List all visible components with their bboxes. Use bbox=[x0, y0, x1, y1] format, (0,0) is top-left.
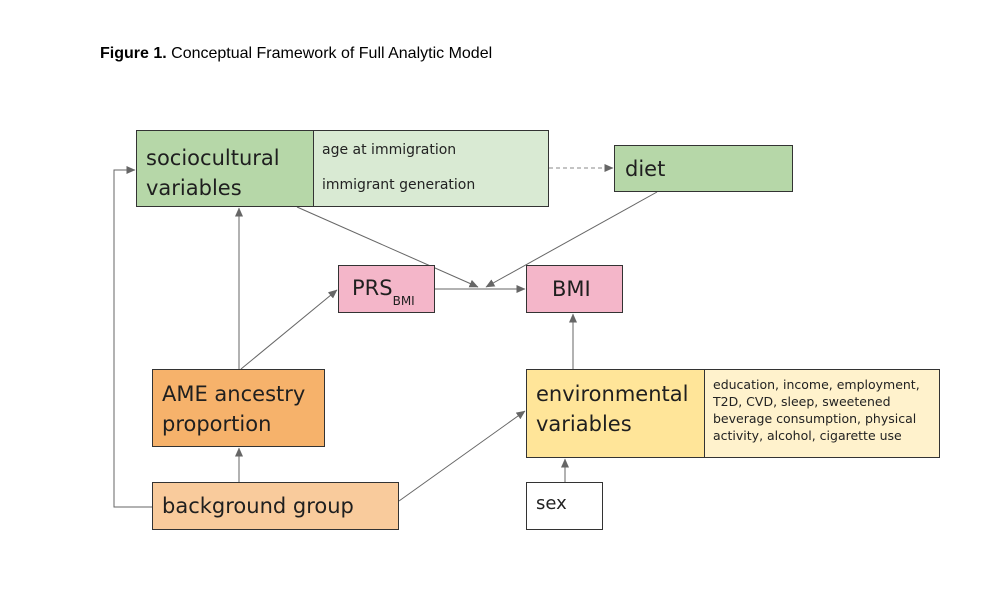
edge-ame-prs bbox=[240, 289, 338, 370]
sociocultural-details-box: age at immigration immigrant generation bbox=[313, 130, 549, 207]
prs-bmi-box: PRSBMI bbox=[338, 265, 435, 313]
bmi-label: BMI bbox=[552, 277, 591, 301]
environmental-detail: beverage consumption, physical bbox=[713, 411, 917, 426]
sex-box: sex bbox=[526, 482, 603, 530]
edge-background-environmental bbox=[398, 410, 526, 502]
figure-caption: Figure 1. Conceptual Framework of Full A… bbox=[100, 45, 492, 63]
diet-box: diet bbox=[614, 145, 793, 192]
environmental-detail: T2D, CVD, sleep, sweetened bbox=[713, 394, 891, 409]
environmental-detail: education, income, employment, bbox=[713, 377, 920, 392]
sociocultural-label-line2: variables bbox=[146, 176, 242, 200]
environmental-label-line2: variables bbox=[536, 412, 632, 436]
ame-label-line1: AME ancestry bbox=[162, 382, 306, 406]
diet-label: diet bbox=[625, 157, 666, 181]
sex-label: sex bbox=[536, 493, 567, 514]
figure-title: Conceptual Framework of Full Analytic Mo… bbox=[166, 45, 493, 62]
ame-label-line2: proportion bbox=[162, 412, 272, 436]
environmental-label-line1: environmental bbox=[536, 382, 689, 406]
figure-label: Figure 1. bbox=[100, 45, 167, 62]
prs-label: PRS bbox=[352, 276, 393, 300]
sociocultural-detail: age at immigration bbox=[322, 142, 457, 158]
edge-diet-bmi bbox=[485, 191, 658, 288]
edge-background-sociocultural bbox=[113, 166, 152, 508]
sociocultural-label-line1: sociocultural bbox=[146, 146, 280, 170]
prs-subscript: BMI bbox=[392, 294, 415, 308]
background-group-box: background group bbox=[152, 482, 399, 530]
bmi-box: BMI bbox=[526, 265, 623, 313]
ame-ancestry-box: AME ancestry proportion bbox=[152, 369, 325, 447]
background-group-label: background group bbox=[162, 494, 354, 518]
environmental-variables-box: environmental variables bbox=[526, 369, 705, 458]
sociocultural-detail: immigrant generation bbox=[322, 177, 476, 193]
edge-sociocultural-bmi bbox=[296, 206, 479, 288]
environmental-detail: activity, alcohol, cigarette use bbox=[713, 428, 902, 443]
environmental-details-box: education, income, employment, T2D, CVD,… bbox=[704, 369, 940, 458]
sociocultural-variables-box: sociocultural variables bbox=[136, 130, 314, 207]
